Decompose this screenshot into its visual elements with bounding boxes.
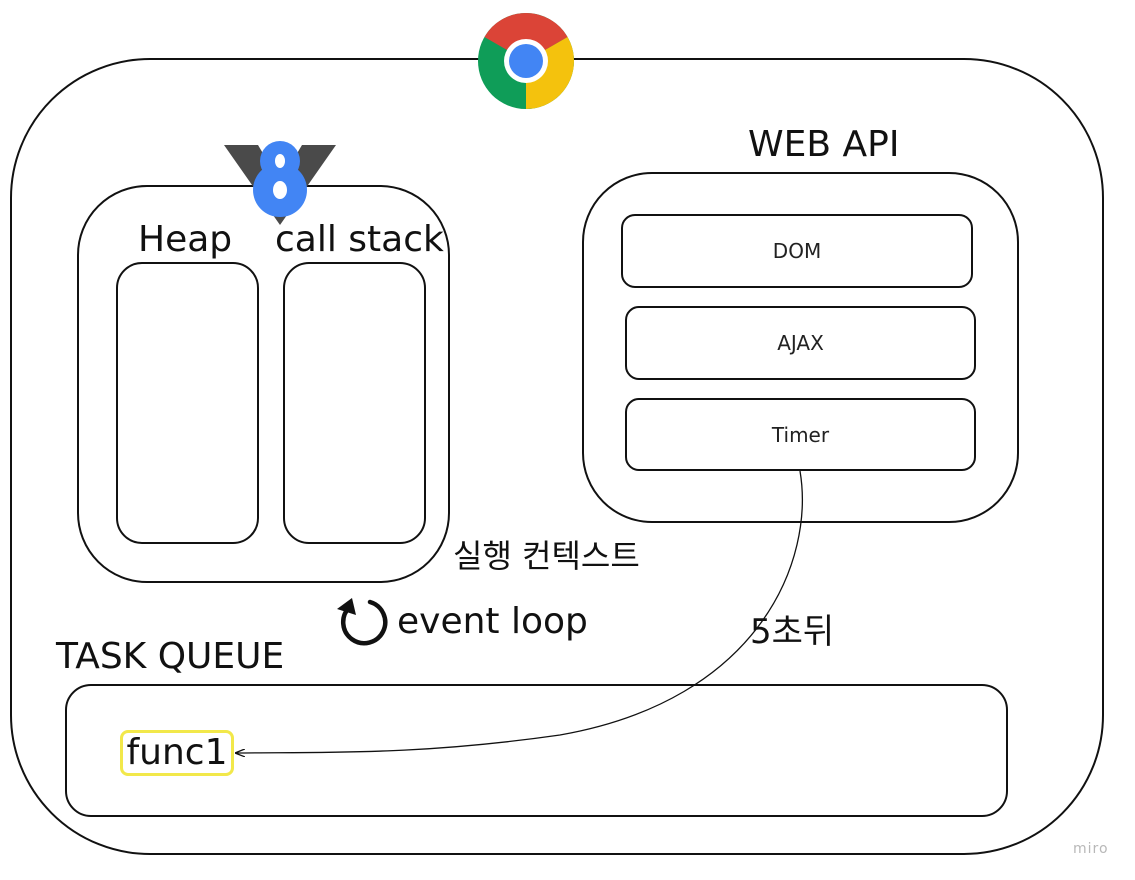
heap-label: Heap — [138, 219, 233, 260]
miro-watermark: miro — [1073, 841, 1109, 857]
web-api-title: WEB API — [748, 124, 900, 165]
chrome-logo-icon — [478, 12, 575, 109]
task-queue-item-func1: func1 — [120, 730, 234, 776]
web-api-item-ajax: AJAX — [625, 306, 976, 380]
heap-box — [116, 262, 259, 544]
execution-context-label: 실행 컨텍스트 — [453, 537, 640, 575]
task-queue-container — [65, 684, 1008, 817]
timer-to-queue-arrow — [236, 470, 803, 753]
web-api-item-dom: DOM — [621, 214, 973, 288]
event-loop-label: event loop — [397, 601, 588, 642]
call-stack-label: call stack — [275, 219, 444, 260]
task-queue-title: TASK QUEUE — [56, 636, 285, 677]
web-api-item-timer: Timer — [625, 398, 976, 471]
v8-logo-icon — [224, 141, 336, 225]
timer-delay-label: 5초뒤 — [750, 612, 835, 652]
call-stack-box — [283, 262, 426, 544]
loop-arrow-icon — [337, 598, 388, 646]
